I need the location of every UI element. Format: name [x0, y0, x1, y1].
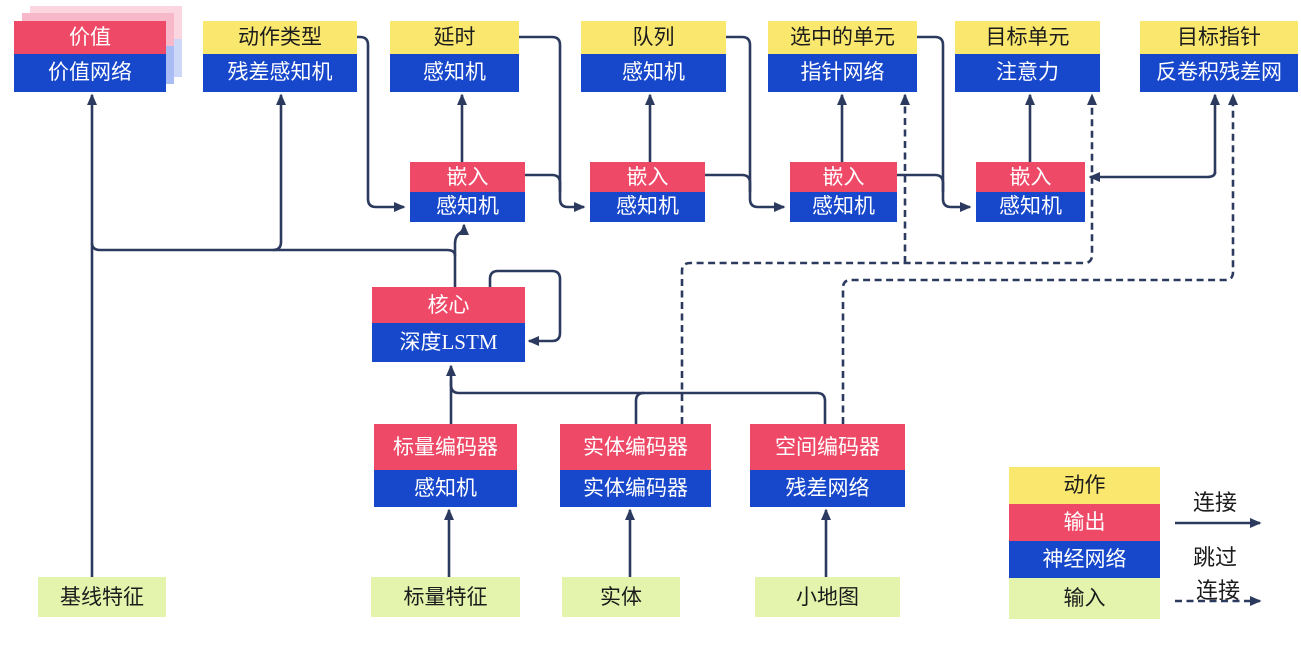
node-scalar-encoder-output-label: 标量编码器 — [374, 424, 517, 470]
legend-network-label: 神经网络 — [1009, 541, 1160, 578]
node-action-type: 动作类型 残差感知机 — [203, 21, 357, 92]
node-target-unit-action-label: 目标单元 — [955, 21, 1100, 54]
node-entities: 实体 — [562, 577, 680, 617]
node-value-output-label: 价值 — [14, 21, 166, 54]
node-core-output-label: 核心 — [372, 287, 525, 323]
wire-embedding-1-to-embedding-2 — [525, 173, 562, 192]
node-queue: 队列 感知机 — [581, 21, 726, 92]
node-embedding-1-network-label: 感知机 — [410, 192, 525, 222]
node-embedding-3-output-label: 嵌入 — [790, 162, 897, 192]
node-entity-encoder: 实体编码器 实体编码器 — [560, 424, 711, 507]
node-spatial-encoder: 空间编码器 残差网络 — [750, 424, 905, 507]
wire-target-point-branch-to-embedding-4 — [1088, 171, 1217, 182]
wire-core-to-embedding-1 — [453, 223, 469, 287]
node-embedding-4: 嵌入 感知机 — [976, 162, 1085, 222]
node-embedding-4-output-label: 嵌入 — [976, 162, 1085, 192]
node-scalar-encoder-network-label: 感知机 — [374, 470, 517, 507]
wire-embedding-2-to-embedding-3 — [705, 173, 752, 192]
legend-input-label: 输入 — [1009, 578, 1160, 619]
node-target-point: 目标指针 反卷积残差网 — [1140, 21, 1298, 92]
node-queue-network-label: 感知机 — [581, 54, 726, 92]
node-selected-units-network-label: 指针网络 — [768, 54, 917, 92]
legend-output-label: 输出 — [1009, 504, 1160, 541]
node-entity-encoder-network-label: 实体编码器 — [560, 470, 711, 507]
legend-action-label: 动作 — [1009, 467, 1160, 504]
node-value-network-label: 价值网络 — [14, 54, 166, 92]
node-selected-units: 选中的单元 指针网络 — [768, 21, 917, 92]
node-target-point-network-label: 反卷积残差网 — [1140, 54, 1298, 92]
wire-core-to-action-type — [272, 93, 286, 252]
node-value: 价值 价值网络 — [14, 21, 166, 92]
node-delay-action-label: 延时 — [390, 21, 519, 54]
node-selected-units-action-label: 选中的单元 — [768, 21, 917, 54]
wire-skip-entity-to-target-unit — [680, 93, 1097, 424]
legend-skip-label-line2: 连接 — [1196, 578, 1241, 603]
node-delay: 延时 感知机 — [390, 21, 519, 92]
node-delay-network-label: 感知机 — [390, 54, 519, 92]
wire-entity-encoder-branch — [634, 391, 645, 424]
node-scalar-features: 标量特征 — [371, 577, 520, 617]
node-spatial-encoder-output-label: 空间编码器 — [750, 424, 905, 470]
node-embedding-1-output-label: 嵌入 — [410, 162, 525, 192]
wire-encoders-merge-to-core — [449, 380, 827, 424]
node-minimap: 小地图 — [755, 577, 900, 617]
node-core-network-label: 深度LSTM — [372, 323, 525, 362]
wire-skip-spatial-to-target-point — [841, 93, 1238, 424]
wire-core-horizontal-left — [90, 242, 457, 257]
node-action-type-action-label: 动作类型 — [203, 21, 357, 54]
wire-delay-to-embedding-2 — [519, 35, 586, 212]
node-target-unit: 目标单元 注意力 — [955, 21, 1100, 92]
node-queue-action-label: 队列 — [581, 21, 726, 54]
node-core: 核心 深度LSTM — [372, 287, 525, 362]
node-action-type-network-label: 残差感知机 — [203, 54, 357, 92]
node-spatial-encoder-network-label: 残差网络 — [750, 470, 905, 507]
legend-color-key: 动作 输出 神经网络 输入 — [1009, 467, 1160, 619]
node-target-point-action-label: 目标指针 — [1140, 21, 1298, 54]
node-embedding-2-network-label: 感知机 — [590, 192, 705, 222]
node-embedding-1: 嵌入 感知机 — [410, 162, 525, 222]
node-entity-encoder-output-label: 实体编码器 — [560, 424, 711, 470]
wire-embedding-3-to-embedding-4 — [897, 173, 945, 192]
legend-connection-label: 连接 — [1193, 490, 1238, 515]
node-embedding-4-network-label: 感知机 — [976, 192, 1085, 222]
node-embedding-3: 嵌入 感知机 — [790, 162, 897, 222]
node-target-unit-network-label: 注意力 — [955, 54, 1100, 92]
node-baseline-features: 基线特征 — [38, 577, 166, 617]
node-scalar-encoder: 标量编码器 感知机 — [374, 424, 517, 507]
node-embedding-2-output-label: 嵌入 — [590, 162, 705, 192]
node-embedding-2: 嵌入 感知机 — [590, 162, 705, 222]
node-embedding-3-network-label: 感知机 — [790, 192, 897, 222]
legend-skip-label-line1: 跳过 — [1193, 545, 1238, 570]
